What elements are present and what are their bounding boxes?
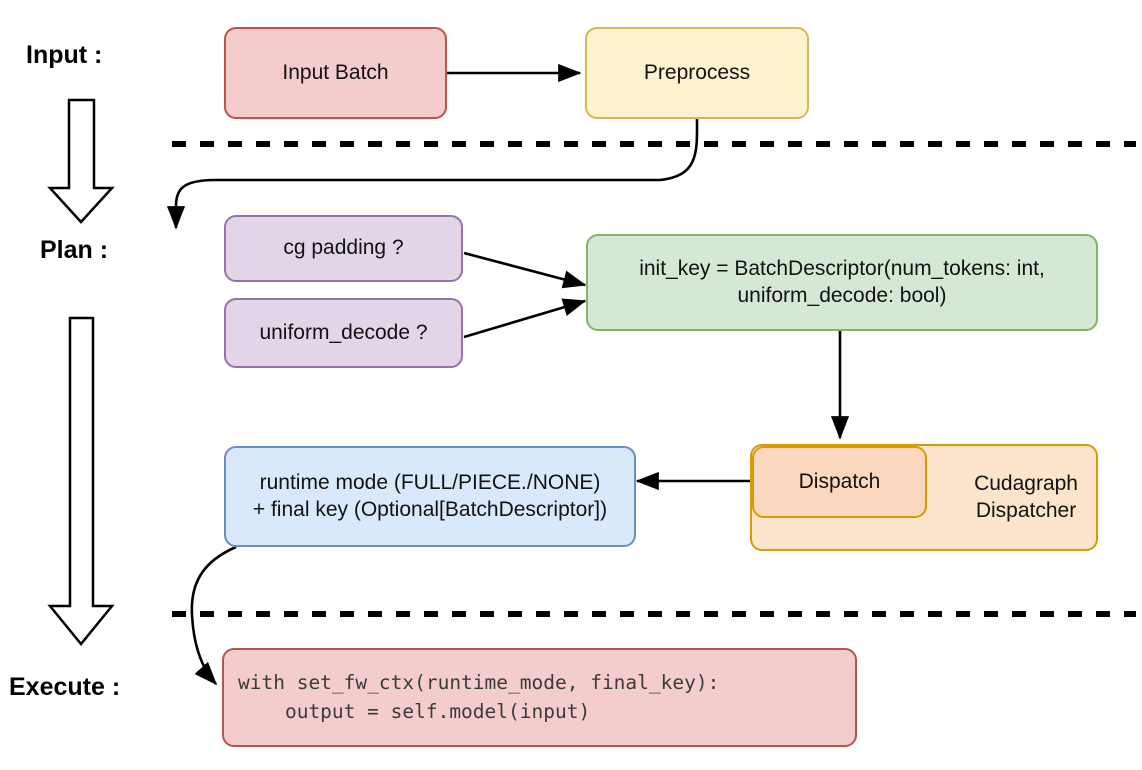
node-dispatch-label: Dispatch xyxy=(798,469,881,493)
stage-label-execute: Execute : xyxy=(9,673,121,701)
node-init-key-label: init_key = BatchDescriptor(num_tokens: i… xyxy=(639,257,1045,307)
node-execute-code-label: with set_fw_ctx(runtime_mode, final_key)… xyxy=(238,671,720,723)
node-cg-padding-label: cg padding ? xyxy=(283,236,404,260)
node-runtime-mode[interactable]: runtime mode (FULL/PIECE./NONE) + final … xyxy=(224,446,636,547)
node-cg-padding[interactable]: cg padding ? xyxy=(224,215,463,282)
edge-cg-padding-to-init-key xyxy=(463,251,587,289)
node-preprocess-label: Preprocess xyxy=(643,60,751,84)
node-cudagraph-dispatcher-label: Cudagraph Dispatcher xyxy=(974,472,1078,522)
node-input-batch[interactable]: Input Batch xyxy=(224,27,447,119)
node-preprocess[interactable]: Preprocess xyxy=(585,27,809,119)
edge-preprocess-to-cg-padding xyxy=(166,115,699,230)
node-uniform-decode-label: uniform_decode ? xyxy=(259,320,428,344)
node-uniform-decode[interactable]: uniform_decode ? xyxy=(224,298,463,368)
node-execute-code[interactable]: with set_fw_ctx(runtime_mode, final_key)… xyxy=(222,648,857,747)
stage-arrow-plan-to-execute xyxy=(47,316,115,646)
node-init-key[interactable]: init_key = BatchDescriptor(num_tokens: i… xyxy=(586,234,1098,331)
node-dispatch[interactable]: Dispatch xyxy=(752,446,927,518)
node-input-batch-label: Input Batch xyxy=(282,60,389,84)
stage-label-plan: Plan : xyxy=(40,236,109,264)
stage-arrow-input-to-plan xyxy=(47,98,115,224)
stage-label-input: Input : xyxy=(26,41,103,69)
edge-uniform-decode-to-init-key xyxy=(463,298,587,339)
node-runtime-mode-label: runtime mode (FULL/PIECE./NONE) + final … xyxy=(252,471,608,521)
